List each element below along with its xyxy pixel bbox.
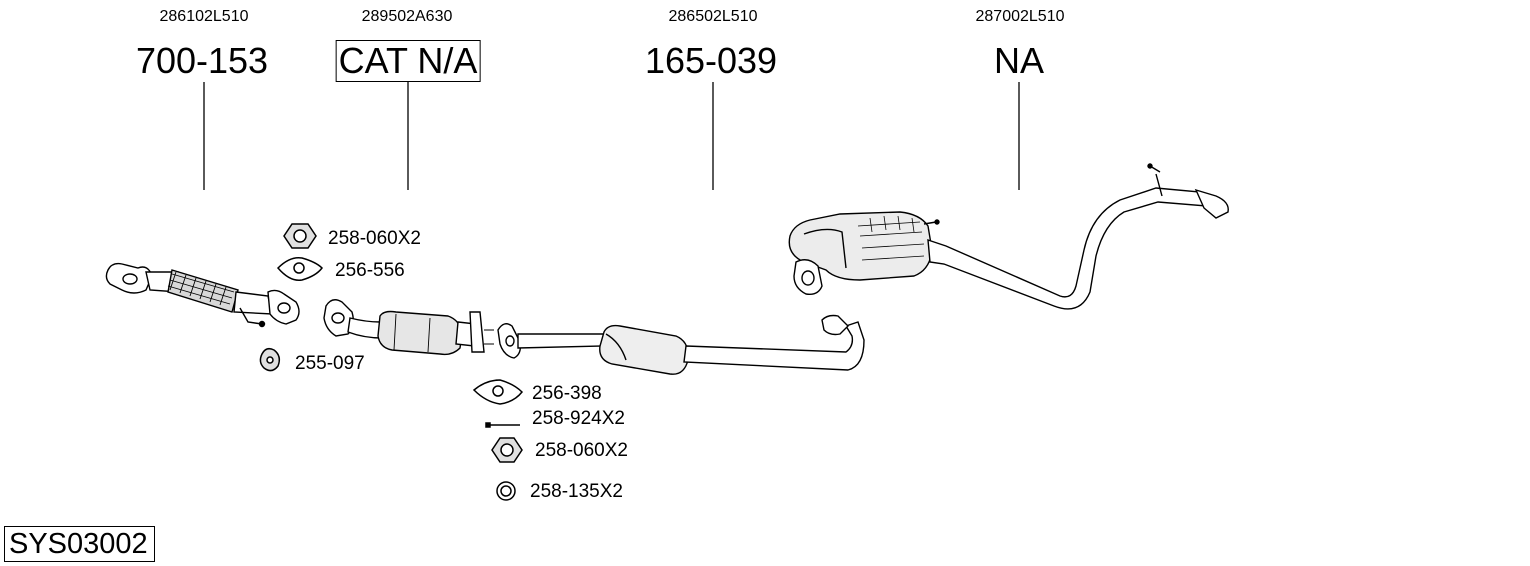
accessory-label-rubber-mount[interactable]: 255-097 — [295, 353, 365, 374]
accessory-label-gasket[interactable]: 256-556 — [335, 260, 405, 281]
rubber-mount-icon — [259, 347, 281, 372]
front-pipe-drawing — [105, 262, 300, 328]
oe-number-middle-silencer: 286502L510 — [668, 8, 758, 25]
gasket-icon — [472, 379, 524, 405]
catalyst-drawing — [323, 299, 494, 356]
rear-silencer-drawing — [788, 163, 1229, 310]
oe-number-catalyst: 289502A630 — [361, 8, 453, 25]
gasket-icon — [276, 256, 323, 281]
bolt-icon — [485, 422, 520, 428]
accessory-label-washer[interactable]: 258-135X2 — [530, 481, 623, 502]
accessory-label-gasket[interactable]: 256-398 — [532, 383, 602, 404]
accessory-label-bolt[interactable]: 258-924X2 — [532, 408, 625, 429]
nut-icon — [283, 223, 317, 249]
part-number-rear-silencer[interactable]: NA — [993, 40, 1045, 81]
nut-icon — [491, 437, 523, 463]
system-code: SYS03002 — [4, 526, 155, 562]
middle-silencer-drawing — [497, 314, 865, 375]
oe-number-front-pipe: 286102L510 — [159, 8, 249, 25]
accessory-label-nut[interactable]: 258-060X2 — [328, 228, 421, 249]
part-number-front-pipe[interactable]: 700-153 — [135, 40, 269, 81]
part-number-middle-silencer[interactable]: 165-039 — [644, 40, 778, 81]
accessory-label-nut[interactable]: 258-060X2 — [535, 440, 628, 461]
oe-number-rear-silencer: 287002L510 — [975, 8, 1065, 25]
washer-icon — [496, 481, 516, 501]
part-number-catalyst[interactable]: CAT N/A — [335, 40, 481, 82]
